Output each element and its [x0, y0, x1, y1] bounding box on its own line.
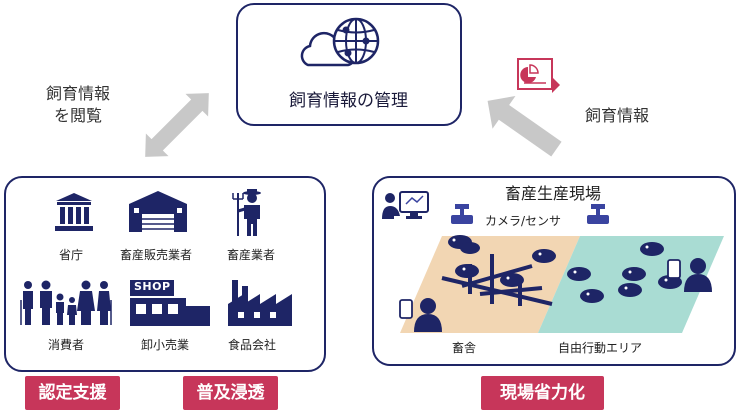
worker-with-tablet-icon — [399, 298, 442, 332]
stakeholder-label-consumer: 消費者 — [48, 338, 85, 352]
promotion-badge: 普及浸透 — [183, 376, 278, 410]
labor-saving-badge: 現場省力化 — [481, 376, 604, 410]
cloud-globe-icon — [300, 17, 380, 67]
stakeholder-label-retail: 卸小売業 — [141, 338, 190, 352]
family-icon — [20, 280, 112, 325]
farm-scene — [382, 191, 724, 333]
shop-sign-text: SHOP — [134, 280, 171, 293]
certification-badge: 認定支援 — [25, 376, 120, 410]
center-box-title: 飼育情報の管理 — [289, 91, 408, 111]
shop-icon — [130, 280, 210, 326]
warehouse-icon — [129, 191, 187, 232]
sensor-camera-icon — [451, 204, 609, 224]
stakeholder-label-ministry: 省庁 — [59, 248, 84, 262]
stakeholder-label-farmer: 畜産業者 — [227, 248, 276, 262]
factory-icon — [228, 280, 292, 326]
stakeholder-label-livestock-dealer: 畜産販売業者 — [120, 248, 193, 262]
center-box: 飼育情報の管理 — [236, 3, 462, 126]
worker-with-tablet-icon-right — [667, 258, 712, 292]
government-building-icon — [55, 193, 93, 231]
farmer-icon — [232, 189, 261, 236]
free-area-label: 自由行動エリア — [558, 341, 643, 355]
upload-arrow-icon — [487, 95, 562, 157]
report-chart-icon — [517, 58, 560, 93]
computer-operator-icon — [382, 191, 429, 219]
view-info-label-line2: を閲覧 — [54, 106, 103, 125]
stakeholder-label-food-company: 食品会社 — [228, 338, 277, 352]
breeding-info-label: 飼育情報 — [585, 106, 650, 125]
view-info-label-line1: 飼育情報 — [46, 84, 111, 103]
farm-title: 畜産生産現場 — [505, 184, 602, 203]
sensor-label: カメラ/センサ — [485, 214, 562, 228]
bidirectional-arrow-icon — [145, 93, 209, 157]
barn-label: 畜舎 — [452, 341, 477, 355]
